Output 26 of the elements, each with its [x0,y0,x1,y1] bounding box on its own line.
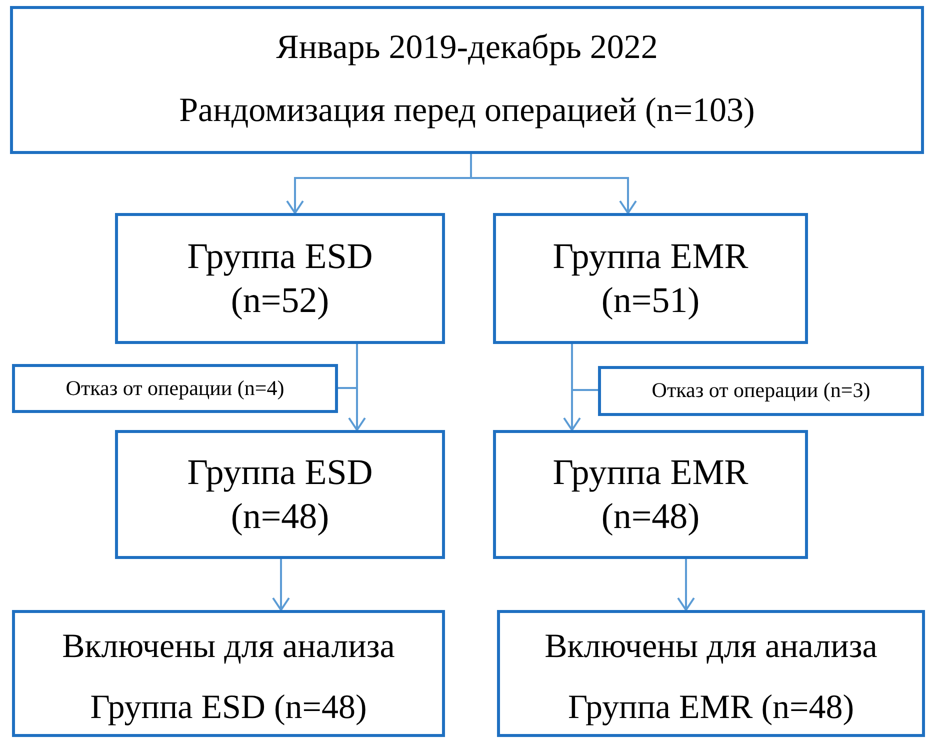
heading-text: Январь 2019-декабрь 2022 [276,28,658,68]
analysis-box [497,610,925,737]
analysis-box [12,610,445,737]
box-text: Группа ESD (n=52) [186,235,374,322]
box-text: Отказ от операции (n=3) [652,378,870,404]
box-text: Группа EMR (n=48) [552,451,750,538]
randomization-box [10,6,924,154]
heading-text: Включены для анализа [62,627,395,667]
group-box [493,213,808,344]
connector-line [571,344,598,391]
arrow [677,559,695,611]
box-text: Группа ESD (n=48) [90,688,367,728]
heading-text: Включены для анализа [544,627,878,667]
exclusion-box [598,366,924,416]
group-box [493,430,808,559]
arrow [470,154,637,214]
box-text: Группа ESD (n=48) [186,451,374,538]
group-box [115,213,445,344]
arrow [272,559,290,611]
connector-line [338,344,358,389]
exclusion-box [12,364,338,413]
group-box [115,430,445,559]
box-text: Рандомизация перед операцией (n=103) [179,91,755,131]
box-text: Группа EMR (n=51) [552,235,750,322]
box-text: Группа EMR (n=48) [568,688,854,728]
box-text: Отказ от операции (n=4) [66,376,284,402]
